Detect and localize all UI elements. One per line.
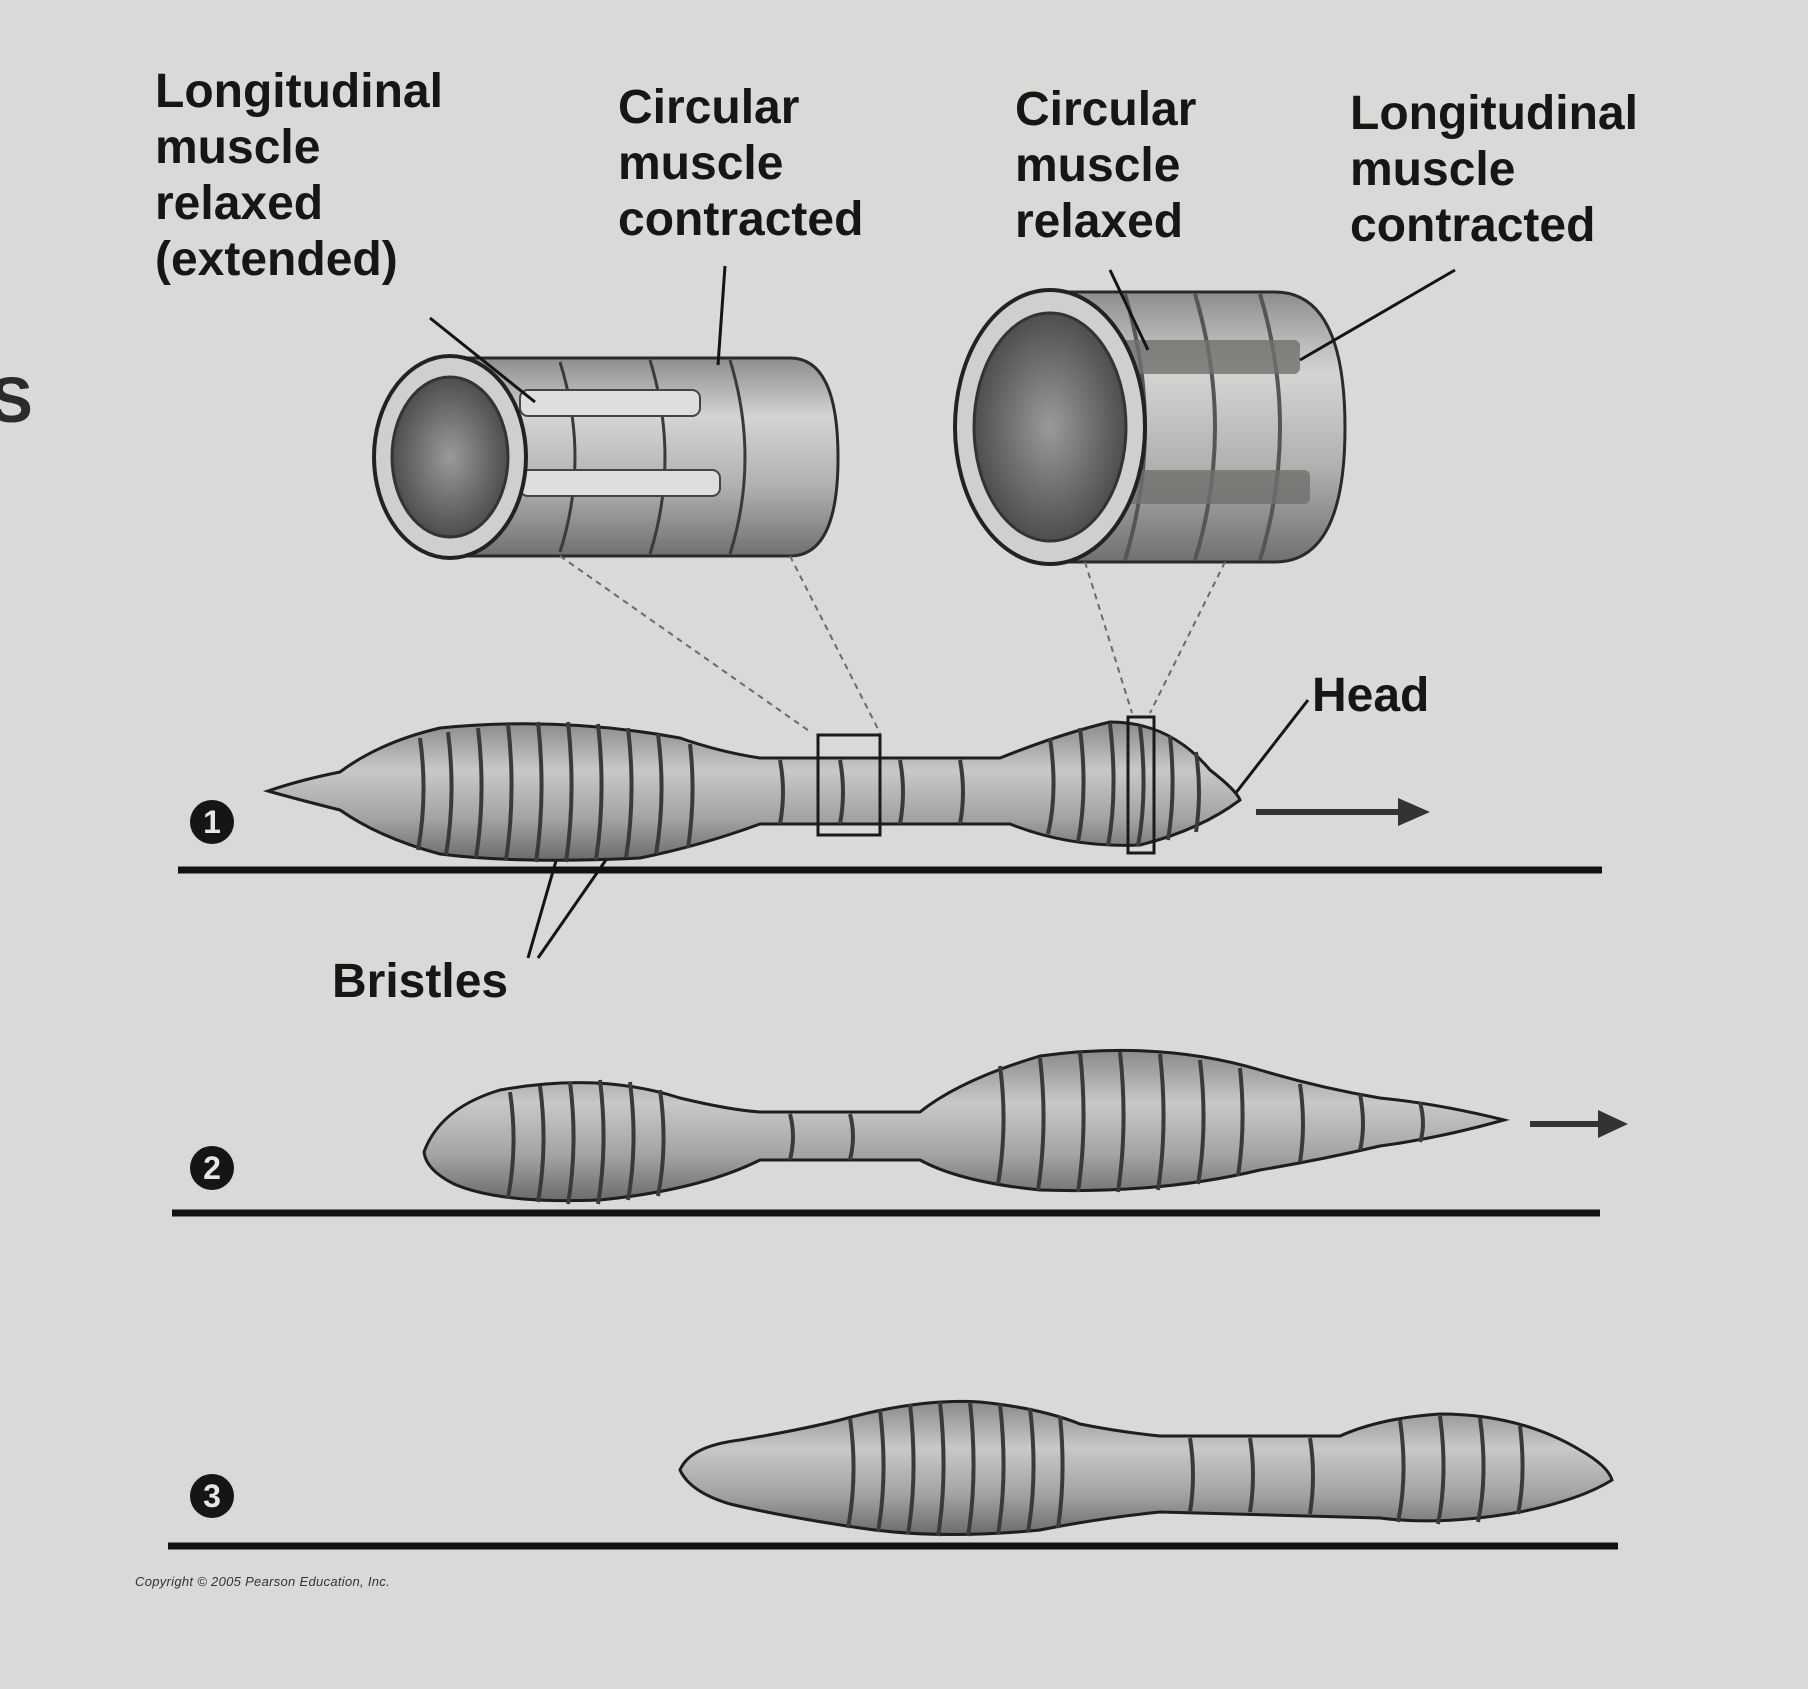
label-circular-relaxed: Circular muscle relaxed [1015, 83, 1197, 248]
zoom-box-circular-contracted [816, 733, 882, 837]
label-bristles: Bristles [332, 955, 509, 1008]
step-number-3: 3 [190, 1474, 234, 1518]
step-number-2: 2 [190, 1146, 234, 1190]
leader-lines [429, 265, 1456, 959]
worm-3 [678, 1399, 1614, 1537]
label-longitudinal-contracted: Longitudinal muscle contracted [1350, 87, 1638, 252]
zoom-box-circular-relaxed [1126, 715, 1156, 855]
worm-2 [422, 1048, 1510, 1205]
label-longitudinal-relaxed: Longitudinal muscle relaxed (extended) [155, 65, 443, 286]
direction-arrow-2 [1530, 1110, 1628, 1138]
worm-1 [262, 715, 1242, 863]
label-circular-contracted: Circular muscle contracted [618, 81, 864, 246]
tube-circular-relaxed [953, 288, 1347, 566]
step-number-1: 1 [190, 800, 234, 844]
direction-arrow-1 [1256, 798, 1430, 826]
tube-circular-contracted [372, 354, 840, 560]
copyright-credit: Copyright © 2005 Pearson Education, Inc. [135, 1574, 391, 1589]
margin-glyph: S [0, 364, 33, 436]
label-head: Head [1312, 669, 1430, 722]
zoom-lines [559, 555, 1226, 734]
